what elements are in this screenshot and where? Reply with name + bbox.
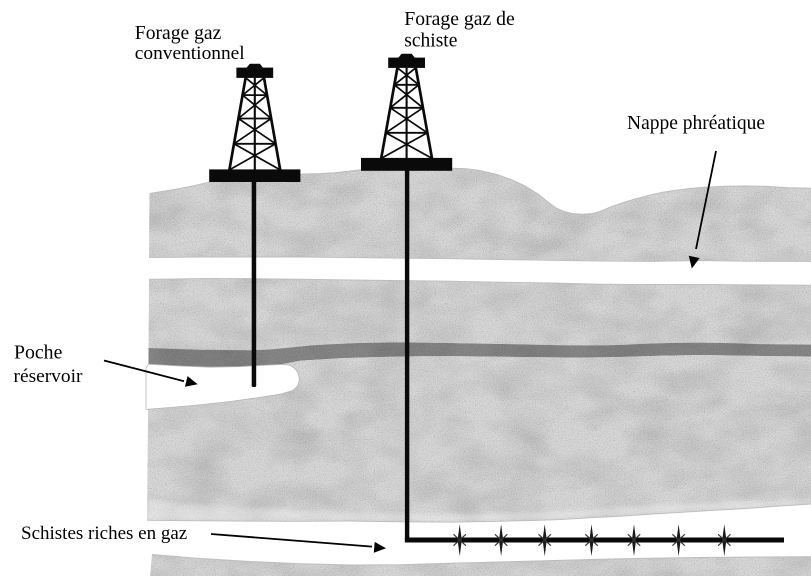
svg-text:réservoir: réservoir [14,366,83,387]
svg-text:Forage gaz: Forage gaz [135,23,222,44]
svg-text:Schistes riches en gaz: Schistes riches en gaz [21,523,187,544]
svg-text:Poche: Poche [14,342,63,364]
svg-text:conventionnel: conventionnel [135,43,245,64]
svg-text:Forage gaz de: Forage gaz de [404,8,515,30]
svg-text:Nappe phréatique: Nappe phréatique [627,113,765,134]
svg-text:schiste: schiste [404,31,457,52]
